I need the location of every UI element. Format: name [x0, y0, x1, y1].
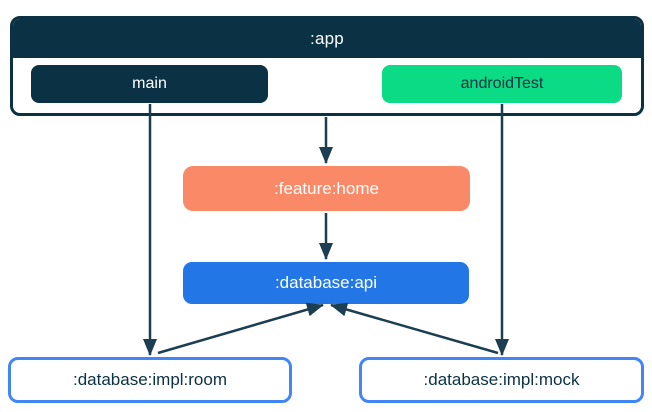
source-set-main-label: main: [132, 75, 167, 92]
edge-database-impl-mock-to-database-api: [330, 302, 499, 355]
node-database-impl-mock: :database:impl:mock: [359, 357, 644, 403]
node-database-impl-room-label: :database:impl:room: [72, 370, 228, 389]
source-set-androidtest: androidTest: [382, 65, 622, 103]
node-database-api-label: :database:api: [274, 273, 378, 292]
app-module-label: :app: [310, 28, 344, 48]
source-set-main: main: [31, 65, 268, 103]
app-module-header: :app: [13, 19, 641, 58]
edge-database-impl-room-to-database-api: [157, 302, 324, 355]
node-database-impl-room: :database:impl:room: [8, 357, 292, 403]
source-set-androidtest-label: androidTest: [460, 75, 544, 92]
node-database-api: :database:api: [183, 262, 469, 304]
node-feature-home: :feature:home: [183, 166, 470, 211]
node-database-impl-mock-label: :database:impl:mock: [423, 370, 580, 389]
node-feature-home-label: :feature:home: [274, 178, 379, 198]
